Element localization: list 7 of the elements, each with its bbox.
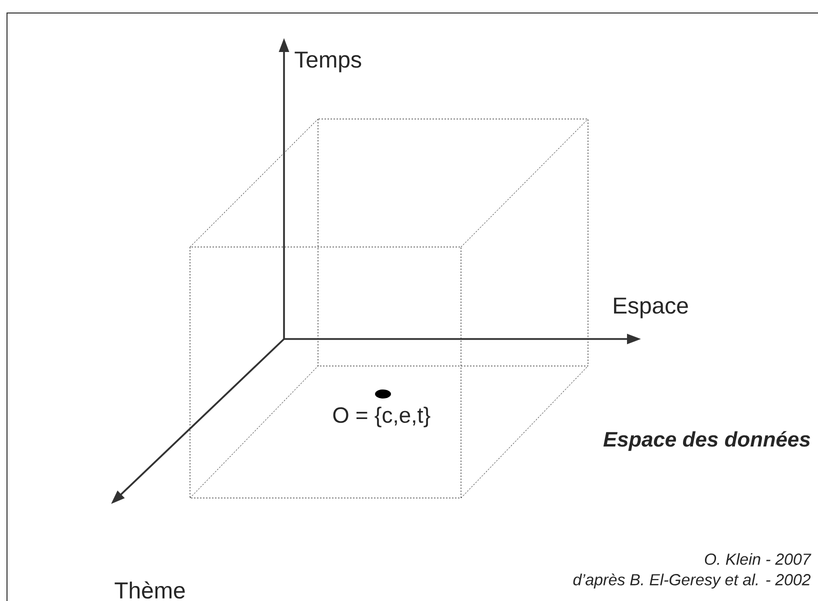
caption-text: Espace des données <box>603 431 810 451</box>
axis-label: Temps <box>294 52 362 72</box>
point-label: O = {c,e,t} <box>333 406 430 428</box>
credit-text: d’après B. El-Geresy et al. - 2002 <box>573 573 811 589</box>
axis-label: Thème <box>114 581 185 599</box>
axis-label: Espace <box>614 298 688 318</box>
credit-text: O. Klein - 2007 <box>704 553 812 565</box>
